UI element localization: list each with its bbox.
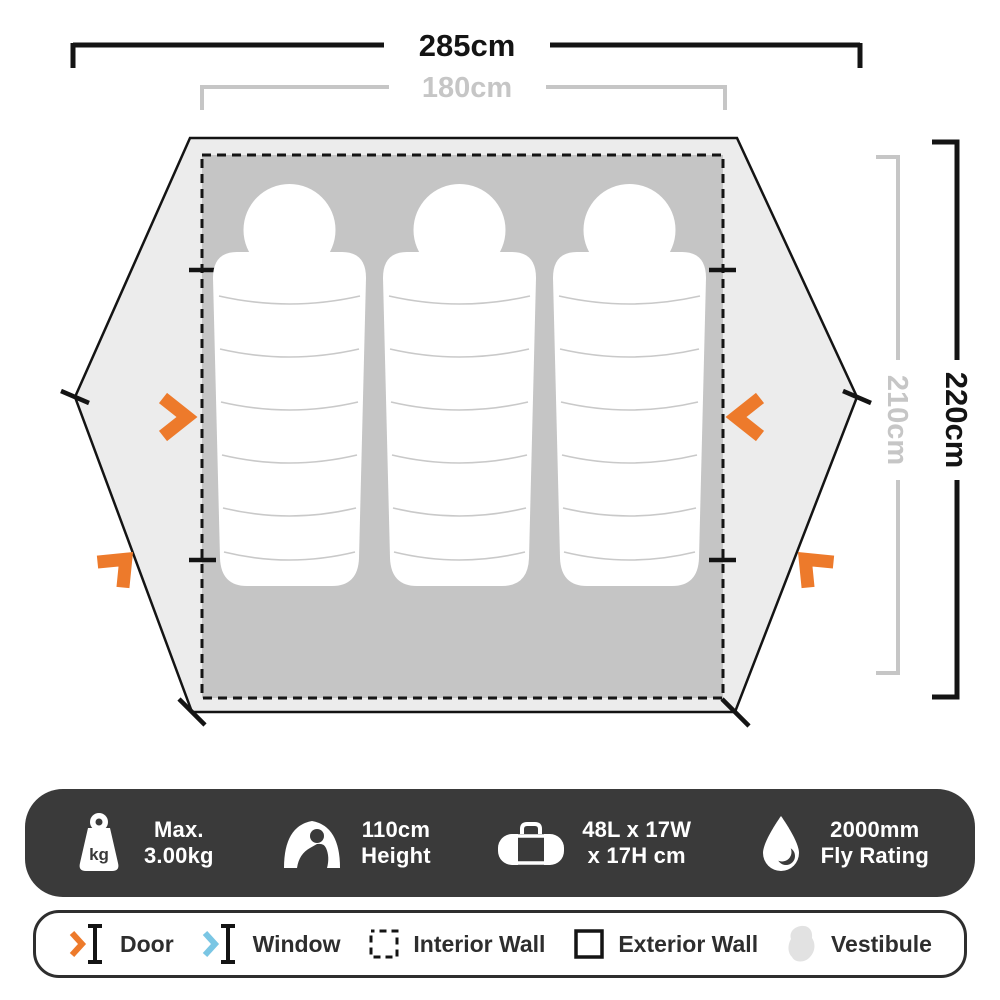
legend-item-window: Window [201, 923, 341, 965]
legend-item-door: Door [68, 923, 174, 965]
spec-weight-line1: Max. [153, 816, 204, 842]
stake-tick [60, 388, 90, 406]
dimension-inner-width: 180cm [200, 72, 727, 110]
dimension-outer-depth: 220cm [932, 139, 974, 700]
legend-door-label: Door [120, 930, 174, 957]
stake-tick [720, 697, 751, 728]
inner-width-label: 180cm [422, 72, 512, 104]
inner-depth-label: 210cm [881, 375, 913, 465]
door-icon [68, 923, 108, 965]
door-chevron-bottom-right-icon [797, 551, 835, 589]
outer-width-label: 285cm [419, 28, 516, 63]
spec-fly-line1: 2000mm [830, 816, 920, 842]
sleeping-bag [383, 184, 536, 586]
window-icon [201, 923, 241, 965]
weight-kg-icon: kg [79, 813, 119, 871]
spec-bar: kg Max. 3.00kg 110cm Height [25, 789, 975, 897]
legend-exterior-wall-label: Exterior Wall [618, 930, 759, 957]
spec-packed-size: 48L x 17W x 17H cm [497, 814, 691, 872]
sleeping-bag [213, 184, 366, 586]
interior-wall-icon [367, 927, 401, 961]
spec-height-line1: 110cm [361, 816, 431, 842]
legend-bar: Door Window Interior Wall [33, 910, 967, 978]
outer-depth-label: 220cm [939, 372, 974, 469]
dimension-outer-width: 285cm [70, 28, 863, 68]
spec-packed-line2: x 17H cm [587, 843, 686, 868]
duffel-bag-icon [498, 822, 565, 865]
legend-item-exterior-wall: Exterior Wall [572, 927, 758, 961]
legend-item-interior-wall: Interior Wall [367, 927, 545, 961]
stake-ticks [60, 388, 872, 728]
vestibule-icon [785, 924, 819, 964]
interior-ticks [189, 267, 736, 563]
legend-interior-wall-label: Interior Wall [413, 930, 546, 957]
door-chevron-bottom-left-icon [96, 551, 134, 589]
water-drop-icon [762, 816, 799, 871]
sleeping-bags [213, 184, 706, 586]
spec-height-line2: Height [361, 843, 431, 868]
door-markers [96, 392, 835, 589]
tent-diagram: 285cm 180cm [60, 28, 974, 728]
legend-window-label: Window [252, 930, 341, 957]
legend-item-vestibule: Vestibule [785, 924, 932, 964]
spec-height: 110cm Height [280, 814, 431, 872]
door-chevron-right-icon [725, 392, 765, 442]
door-chevron-left-icon [158, 392, 198, 442]
spec-fly-line2: Fly Rating [820, 843, 929, 868]
spec-weight: kg Max. 3.00kg [71, 811, 214, 875]
legend-vestibule-label: Vestibule [830, 930, 932, 957]
stake-tick [177, 697, 207, 727]
spec-packed-line1: 48L x 17W [582, 816, 692, 842]
sleeping-bag [553, 184, 706, 586]
spec-fly-rating: 2000mm Fly Rating [758, 813, 929, 873]
spec-weight-line2: 3.00kg [144, 843, 214, 868]
stake-tick [842, 388, 872, 406]
dimension-inner-depth: 210cm [876, 155, 913, 675]
exterior-wall-icon [572, 927, 606, 961]
tent-height-icon [284, 821, 341, 868]
kg-badge: kg [89, 845, 109, 864]
